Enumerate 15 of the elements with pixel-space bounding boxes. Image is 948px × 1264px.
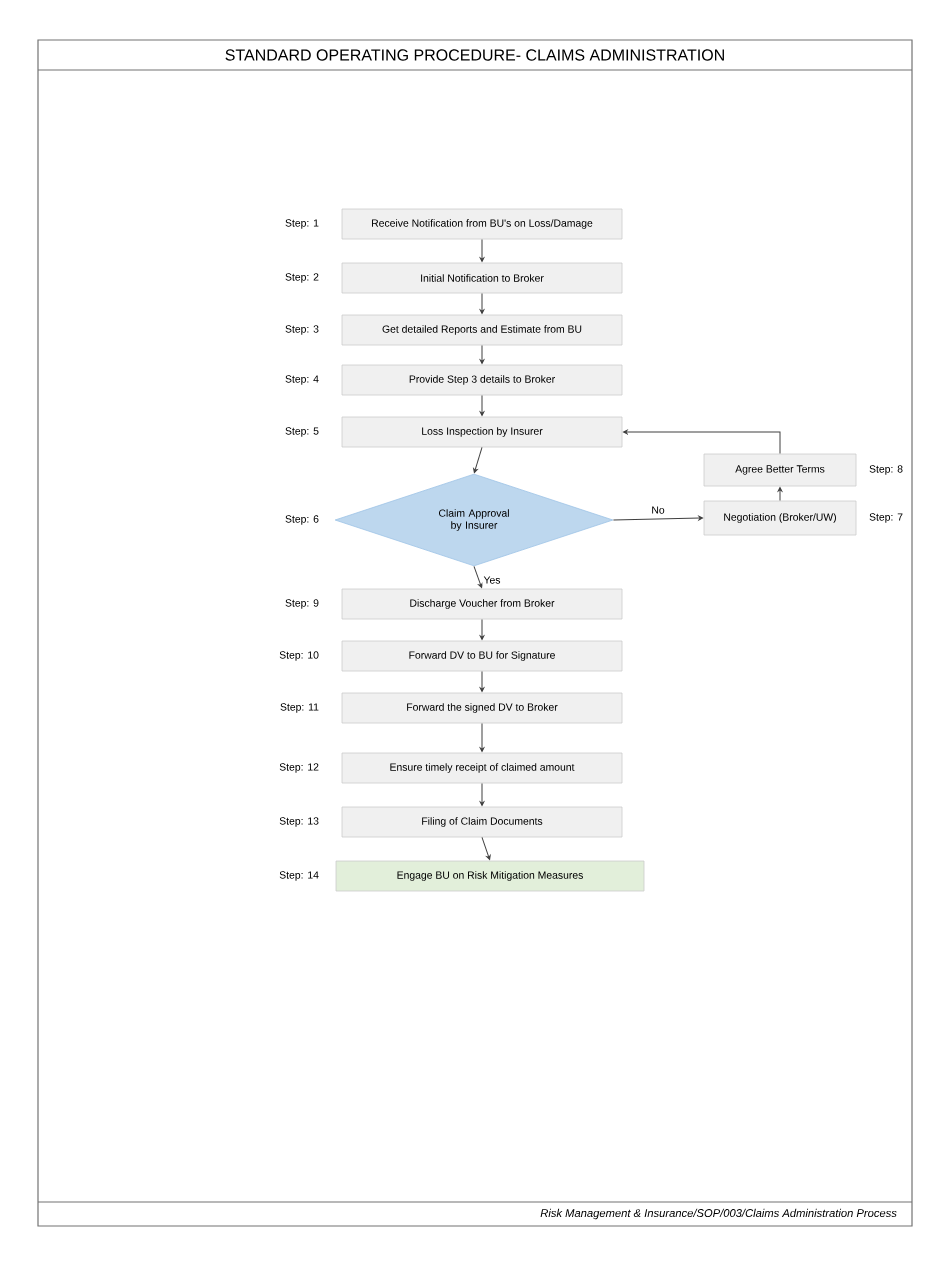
arrow bbox=[479, 344, 485, 364]
title: STANDARD OPERATING PROCEDURE- CLAIMS ADMINISTRATION bbox=[225, 49, 724, 61]
arrow bbox=[623, 429, 781, 455]
arrow bbox=[481, 836, 491, 861]
arrow bbox=[473, 565, 483, 589]
arrow bbox=[479, 292, 485, 314]
arrow bbox=[612, 515, 703, 521]
arrow bbox=[473, 446, 483, 474]
arrow bbox=[479, 394, 485, 416]
arrow bbox=[479, 238, 485, 262]
arrow bbox=[479, 618, 485, 640]
arrow bbox=[777, 487, 783, 502]
arrow bbox=[479, 670, 485, 692]
arrow bbox=[479, 722, 485, 752]
arrow bbox=[479, 782, 485, 806]
